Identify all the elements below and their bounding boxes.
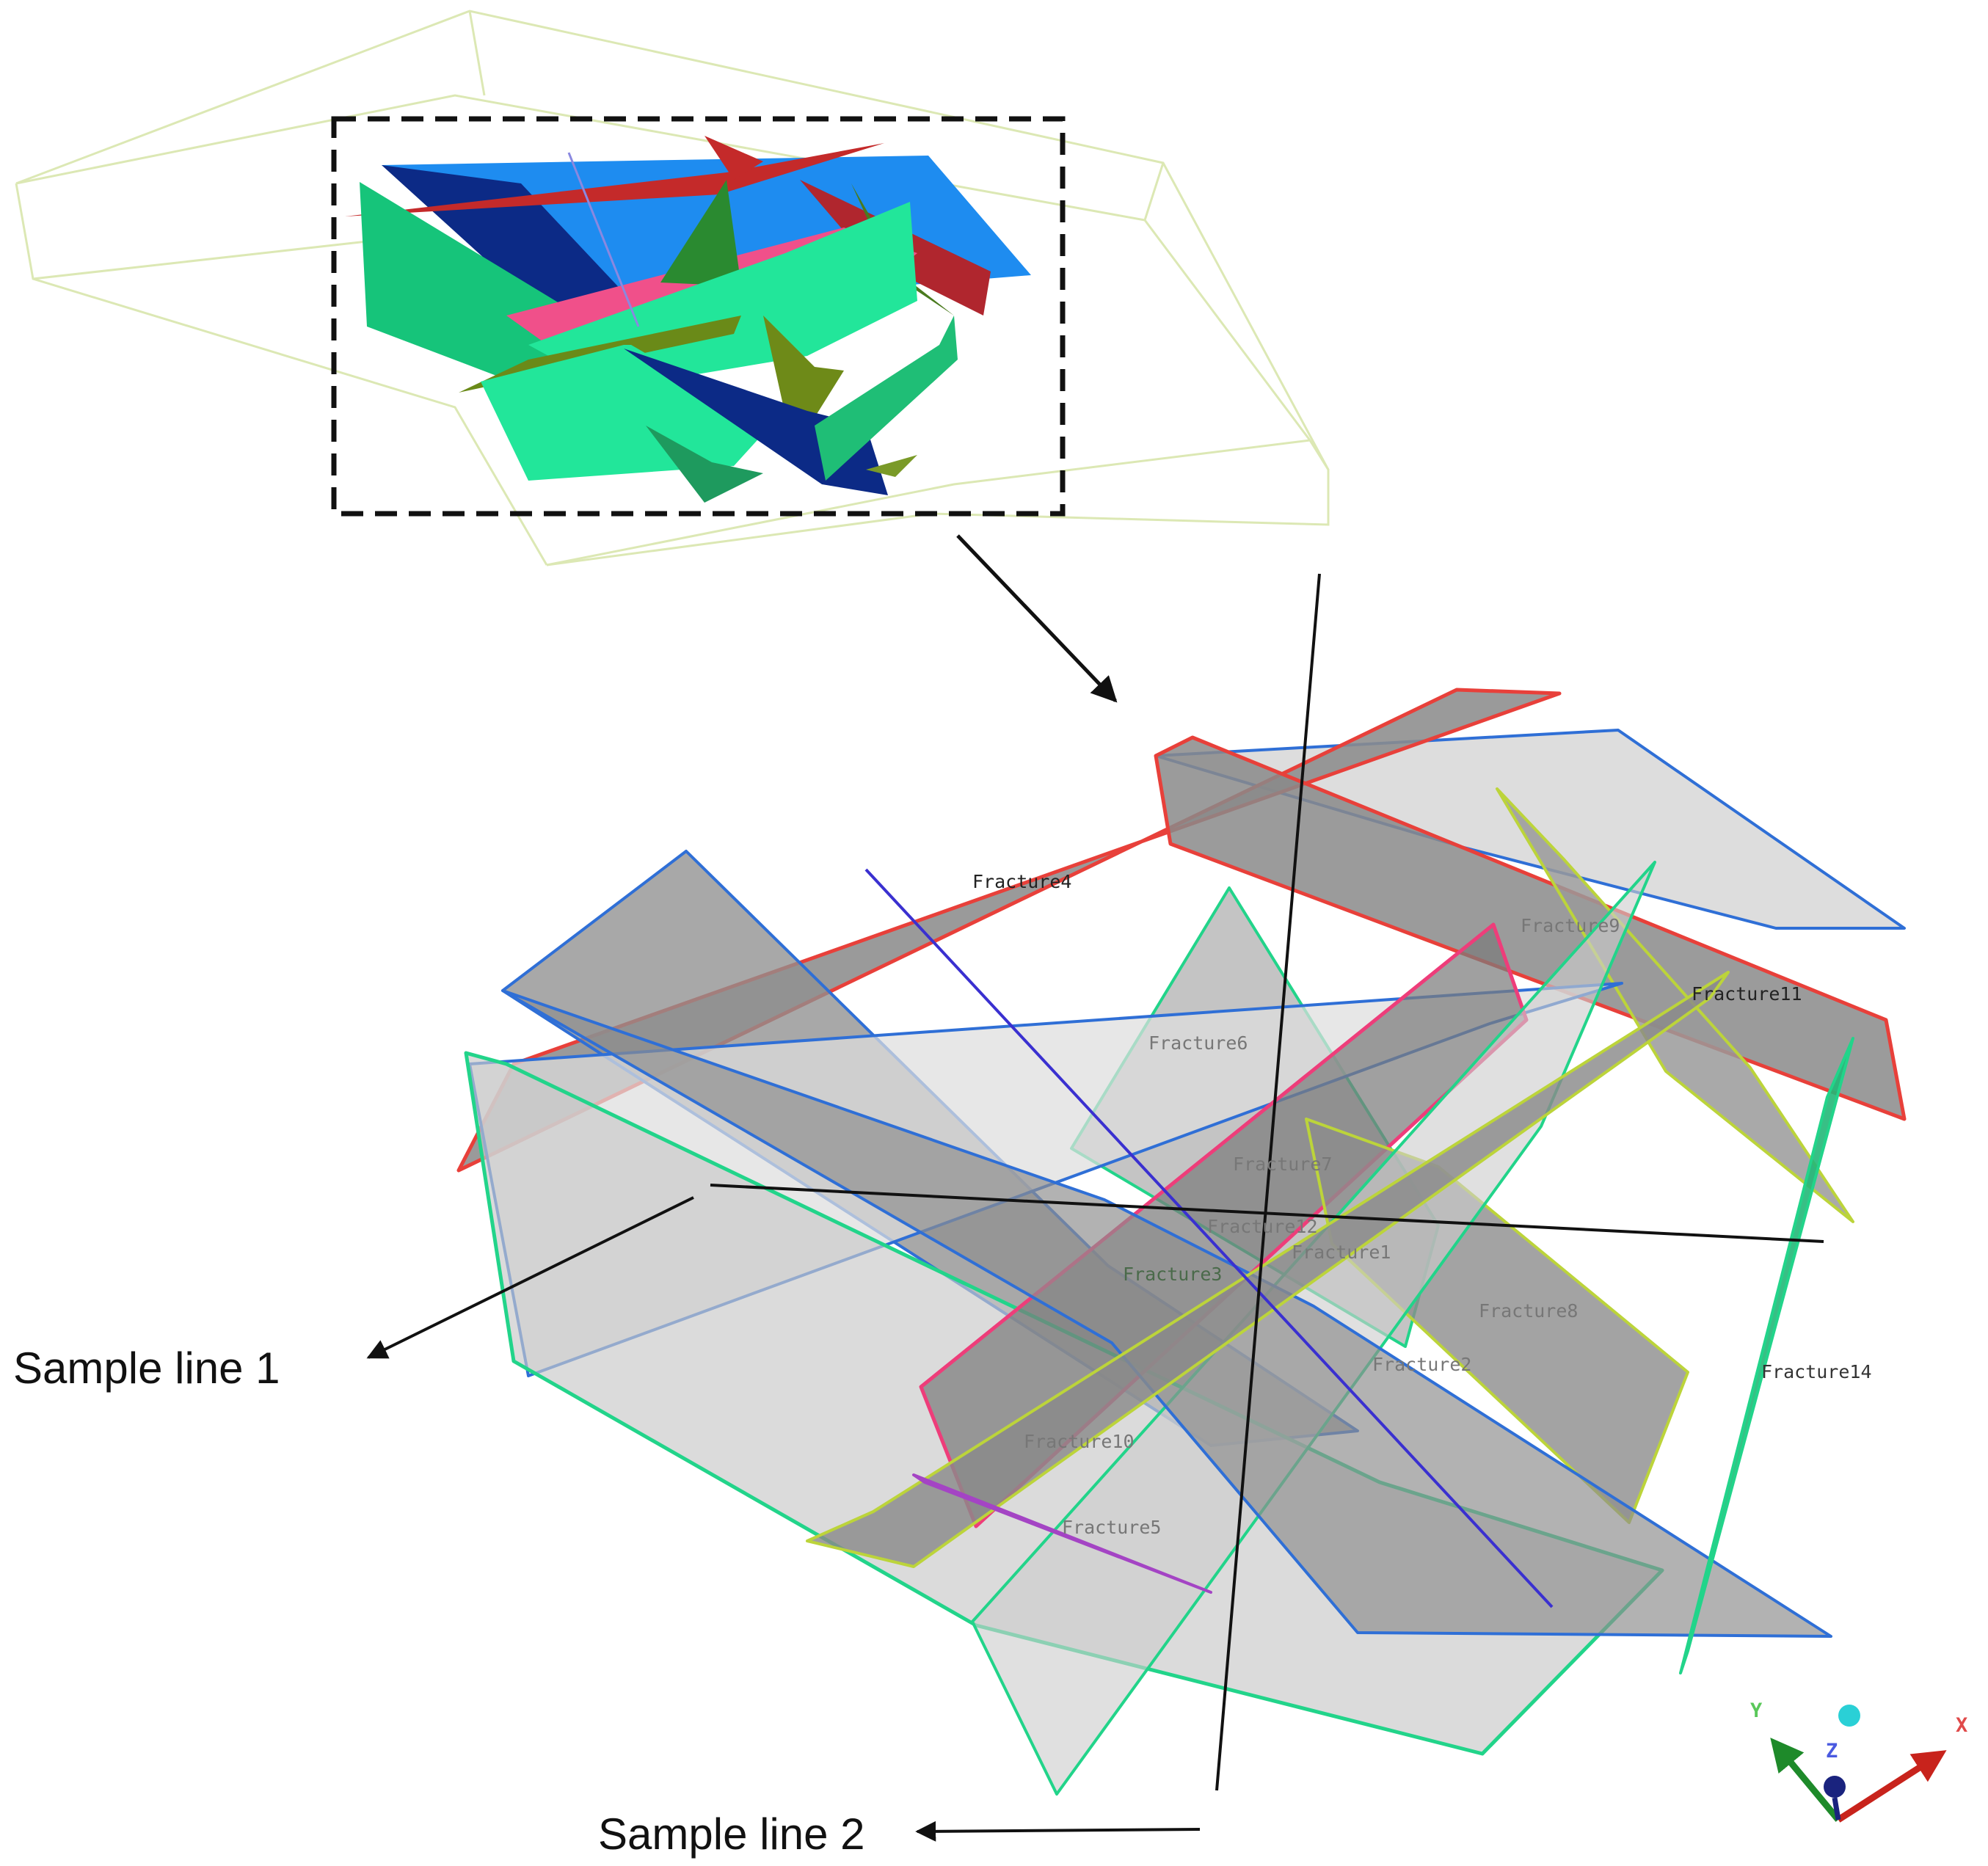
fracture-label-4: Fracture4 bbox=[972, 871, 1071, 892]
x-axis-arrow bbox=[1836, 1750, 1947, 1823]
sample-line-2-label: Sample line 2 bbox=[598, 1809, 865, 1859]
fracture-plane-14 bbox=[1679, 1037, 1854, 1674]
zoom-selection-box bbox=[331, 116, 1066, 517]
fracture-label-7: Fracture7 bbox=[1233, 1154, 1332, 1175]
fracture-label-12: Fracture12 bbox=[1207, 1216, 1318, 1237]
y-axis-label: Y bbox=[1750, 1699, 1763, 1722]
y-axis-arrow bbox=[1770, 1738, 1841, 1822]
callout-sample-line-1: Sample line 1 bbox=[13, 1196, 694, 1393]
fracture-label-1: Fracture1 bbox=[1292, 1242, 1391, 1263]
sample-line-2 bbox=[1215, 573, 1321, 1791]
axis-triad: X Y Z bbox=[1750, 1699, 1967, 1823]
overview-plane-olive-3 bbox=[763, 316, 844, 429]
fracture-label-10: Fracture10 bbox=[1024, 1431, 1135, 1452]
fracture-label-6: Fracture6 bbox=[1148, 1032, 1248, 1054]
fracture-trace-indigo bbox=[864, 868, 1554, 1608]
zoom-arrow bbox=[956, 534, 1118, 703]
fracture-label-11: Fracture11 bbox=[1692, 983, 1802, 1005]
overview-plane-dkgreen-2 bbox=[646, 426, 763, 503]
sample-line-1 bbox=[710, 1184, 1824, 1243]
fracture-label-9: Fracture9 bbox=[1521, 915, 1620, 936]
fracture-label-8: Fracture8 bbox=[1479, 1300, 1578, 1322]
fracture-plane-5 bbox=[912, 1473, 1212, 1594]
overview-fracture-planes bbox=[345, 136, 1031, 503]
model-overview bbox=[15, 10, 1330, 566]
overview-plane-dkgreen-1 bbox=[660, 180, 741, 286]
z-axis-label: Z bbox=[1826, 1740, 1838, 1763]
overview-plane-green-4 bbox=[815, 316, 958, 481]
callout-sample-line-2: Sample line 2 bbox=[598, 1809, 1201, 1859]
fracture-label-5: Fracture5 bbox=[1062, 1517, 1161, 1538]
fracture-label-14: Fracture14 bbox=[1761, 1361, 1872, 1382]
viewpoint-marker bbox=[1838, 1705, 1860, 1727]
fracture-detail-view: Fracture4 Fracture9 Fracture11 Fracture6… bbox=[456, 573, 1907, 1796]
overview-plane-yellowgreen bbox=[866, 455, 917, 477]
z-axis-marker bbox=[1824, 1776, 1846, 1798]
overview-plane-green-1 bbox=[360, 182, 580, 396]
fracture-plane-8 bbox=[806, 971, 1730, 1568]
fracture-label-2: Fracture2 bbox=[1372, 1354, 1471, 1375]
fracture-plane-11 bbox=[1154, 735, 1907, 1121]
sample-line-1-label: Sample line 1 bbox=[13, 1344, 280, 1393]
overview-plane-green-3 bbox=[481, 345, 771, 481]
x-axis-label: X bbox=[1956, 1714, 1967, 1737]
fracture-plane-blue-lower bbox=[501, 989, 1832, 1638]
fracture-label-3: Fracture3 bbox=[1123, 1264, 1222, 1285]
overview-plane-red-2 bbox=[704, 136, 763, 180]
